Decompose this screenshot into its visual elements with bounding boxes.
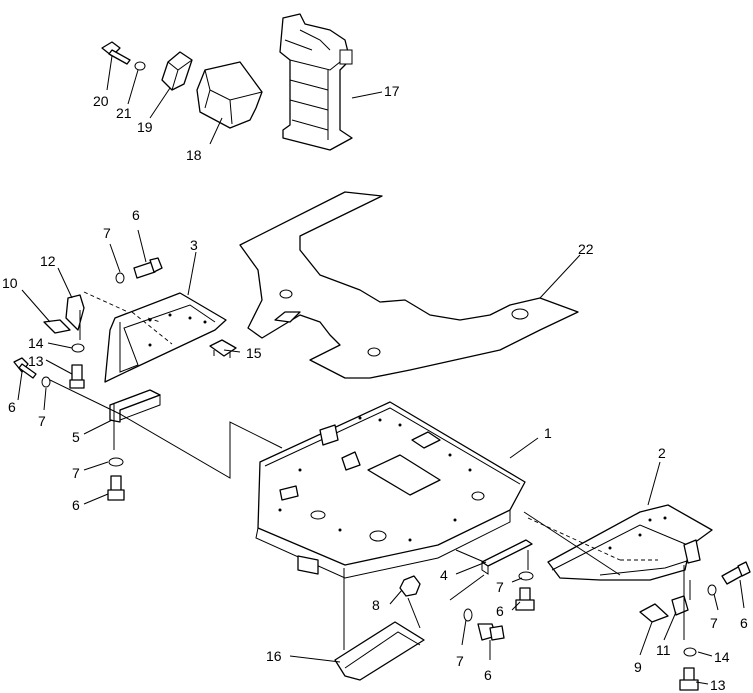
part-13-bolt-right xyxy=(679,667,699,691)
callout-6-center: 6 xyxy=(496,603,504,619)
part-19-bracket xyxy=(161,51,193,91)
part-21-washer xyxy=(134,61,146,71)
callout-16: 16 xyxy=(266,648,282,664)
part-7-washer-right xyxy=(707,584,717,596)
callout-6-center-left: 6 xyxy=(72,497,80,513)
part-7-washer-center xyxy=(518,571,534,581)
callout-7-center: 7 xyxy=(496,579,504,595)
callout-7-left: 7 xyxy=(38,413,46,429)
callout-5: 5 xyxy=(72,429,80,445)
part-13-bolt-left xyxy=(69,364,85,389)
callout-12: 12 xyxy=(40,253,56,269)
part-1-main-frame xyxy=(255,401,526,579)
part-3-left-bracket xyxy=(104,292,227,383)
part-12-clip xyxy=(65,294,85,331)
callout-20: 20 xyxy=(93,93,109,109)
part-6-bolt-center xyxy=(515,587,535,611)
part-7-washer-bottom xyxy=(463,608,473,622)
callout-6-bottom: 6 xyxy=(484,667,492,683)
part-16-plate xyxy=(334,621,425,681)
part-6-bolt-upper xyxy=(133,257,163,279)
callout-13-right: 13 xyxy=(710,677,726,693)
part-7-washer-upper xyxy=(115,272,125,284)
callout-10: 10 xyxy=(2,275,18,291)
part-5-spacer-bar xyxy=(109,389,161,423)
leader-lines xyxy=(17,55,745,685)
part-15-clip xyxy=(209,339,237,358)
callout-6-left: 6 xyxy=(8,399,16,415)
callout-7-center-left: 7 xyxy=(72,465,80,481)
callout-7-bottom: 7 xyxy=(456,653,464,669)
assembly-solid-lines xyxy=(49,310,691,650)
part-8-nut xyxy=(399,575,421,597)
callout-17: 17 xyxy=(384,83,400,99)
callout-6-right: 6 xyxy=(740,615,748,631)
part-18-cover xyxy=(196,61,263,129)
callout-15: 15 xyxy=(246,345,262,361)
part-17-control-stand xyxy=(279,13,353,151)
callout-2: 2 xyxy=(658,445,666,461)
part-22-floor-mat xyxy=(239,191,579,379)
part-2-right-bracket xyxy=(547,504,713,581)
callout-9: 9 xyxy=(634,659,642,675)
callout-18: 18 xyxy=(186,147,202,163)
callout-7-right: 7 xyxy=(710,615,718,631)
callout-14-right: 14 xyxy=(714,649,730,665)
part-9-pin xyxy=(639,603,669,623)
callout-19: 19 xyxy=(137,119,153,135)
part-6-bolt-bottom xyxy=(477,623,505,641)
part-6-bolt-right xyxy=(721,561,751,585)
callout-21: 21 xyxy=(116,105,132,121)
part-6-bolt-center-left xyxy=(107,475,125,501)
part-7-washer-left xyxy=(41,376,51,388)
callout-13-left: 13 xyxy=(28,353,44,369)
part-7-washer-center-left xyxy=(108,457,124,467)
part-20-bolt xyxy=(101,41,131,65)
callout-4: 4 xyxy=(440,567,448,583)
part-6-bolt-left xyxy=(13,357,37,379)
callout-labels: 20 21 19 18 17 22 3 6 7 12 10 14 13 6 7 … xyxy=(2,83,748,693)
callout-8: 8 xyxy=(372,597,380,613)
callout-6-upper: 6 xyxy=(132,207,140,223)
part-14-washer-right xyxy=(683,647,697,657)
callout-22: 22 xyxy=(578,241,594,257)
callout-3: 3 xyxy=(190,237,198,253)
callout-14-left: 14 xyxy=(28,335,44,351)
part-4-bar xyxy=(481,539,533,575)
part-14-washer-left xyxy=(71,343,85,353)
callout-7-upper: 7 xyxy=(103,225,111,241)
callout-11: 11 xyxy=(656,642,671,658)
callout-1: 1 xyxy=(544,425,552,441)
part-10-pin xyxy=(43,319,71,334)
